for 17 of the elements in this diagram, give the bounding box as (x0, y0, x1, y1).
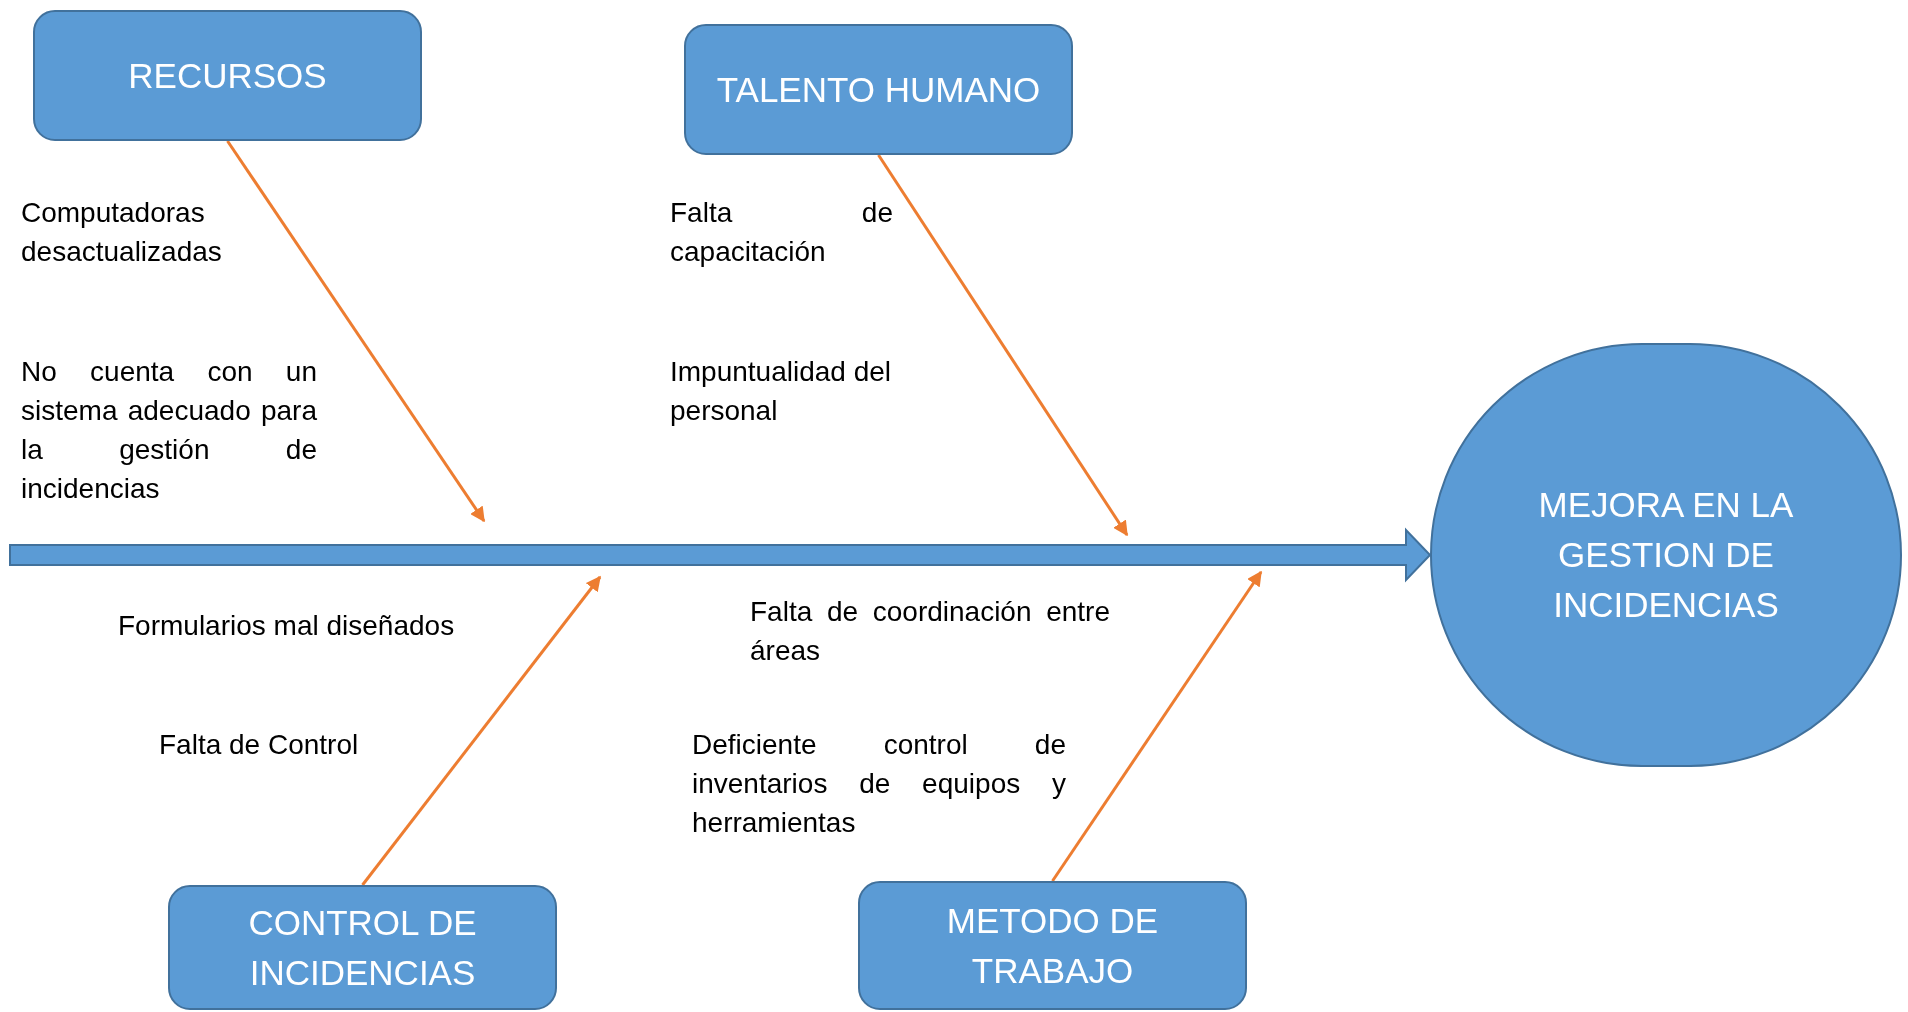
arrow (361, 575, 602, 886)
cause-text: Computadoras desactualizadas (21, 196, 223, 269)
category-box: CONTROL DE INCIDENCIAS (168, 885, 557, 1010)
cause-text: Formularios mal diseñados (118, 609, 456, 643)
category-box: TALENTO HUMANO (684, 24, 1073, 155)
category-box: RECURSOS (33, 10, 422, 141)
arrow (1051, 570, 1263, 882)
cause-text: Falta de Control (159, 728, 360, 762)
cause-text: Falta de capacitación (670, 196, 893, 269)
cause-text: Impuntualidad del personal (670, 355, 893, 428)
spine-arrow (9, 527, 1432, 583)
cause-text: Deficiente control de inventarios de equipos y herramientas (692, 728, 1066, 840)
cause-text: Falta de coordinación entre áreas (750, 595, 1110, 668)
cause-text: No cuenta con un sistema adecuado para la gestión de incidencias (21, 355, 317, 506)
category-box: METODO DE TRABAJO (858, 881, 1247, 1010)
arrow (877, 154, 1129, 537)
arrow (226, 140, 486, 523)
